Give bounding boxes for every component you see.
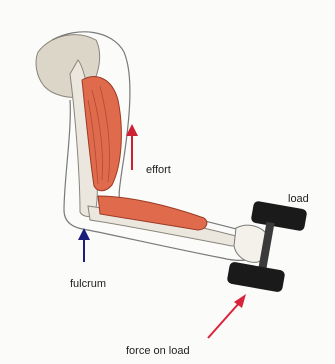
label-load: load [288,193,309,205]
dumbbell-top-weight [251,200,308,231]
label-force-on-load: force on load [126,345,190,357]
dumbbell-bottom-weight [227,261,286,292]
force-on-load-arrow [208,294,246,338]
fulcrum-arrow [78,228,90,262]
label-effort: effort [146,164,171,176]
label-fulcrum: fulcrum [70,278,106,290]
